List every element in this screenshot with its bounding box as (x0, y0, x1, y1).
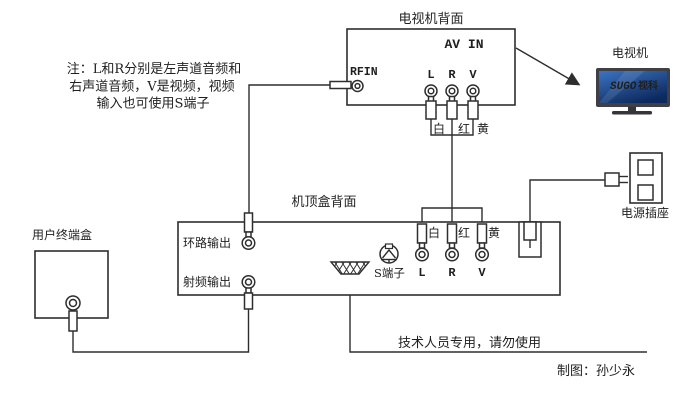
tv-stand-base (612, 111, 652, 115)
outlet-hole-top (637, 159, 654, 176)
stb-plug-label-white: 白 (428, 225, 440, 240)
tv-rca-jacks (424, 84, 480, 98)
tv-plug-label-yellow: 黄 (477, 122, 489, 136)
stb-title: 机顶盒背面 (291, 194, 356, 210)
tv-rca-plugs (425, 95, 479, 120)
credit: 制图：孙少永 (557, 364, 635, 379)
stb-jack-label-v: V (478, 266, 486, 280)
tv-brand: SUGO (610, 81, 637, 93)
rf-out-jack-pin (244, 278, 253, 286)
stb-power-inlet-slot (523, 221, 537, 241)
stb-jack-label-l: L (418, 266, 425, 280)
user-terminal-box: 用户终端盒 (32, 227, 109, 332)
rf-out-plug (243, 292, 254, 310)
av-in-label: AV IN (444, 37, 483, 52)
power-plug-body (604, 172, 620, 187)
outlet-hole-bottom (637, 184, 654, 201)
tv-label: 电视机 (612, 45, 648, 60)
arrow-to-tv (515, 47, 581, 86)
stb-rca-jacks (414, 242, 490, 262)
tv-jack-label-r: R (448, 68, 456, 82)
outlet-label: 电源插座 (621, 205, 669, 220)
loop-out-plug (243, 212, 254, 233)
tech-note: 技术人员专用，请勿使用 (398, 335, 541, 351)
rf-cable-tv-to-stb (248, 84, 330, 216)
multipin-block (329, 261, 371, 275)
note-annotation: 注：L和R分别是左声道音频和 右声道音频，V是视频，视频 输入也可使用S端子 (67, 61, 241, 112)
s-terminal-icon (379, 243, 399, 264)
rfin-jack-pin (354, 82, 361, 90)
tv-plug-label-white: 白 (433, 121, 445, 136)
cables (72, 84, 647, 353)
loop-out-jack-pin (244, 239, 253, 247)
stb-plug-label-red: 红 (458, 225, 470, 240)
loop-out-label: 环路输出 (183, 235, 231, 250)
s-terminal-label: S端子 (374, 266, 405, 280)
terminal-box-label: 用户终端盒 (32, 227, 92, 242)
rfin-plug (329, 80, 352, 90)
note-line-3: 输入也可使用S端子 (97, 96, 210, 112)
stb-back-panel: 机顶盒背面 环路输出 射频输出 S端子 (177, 194, 561, 310)
power-outlet: 电源插座 (604, 152, 669, 220)
tv-plug-label-red: 红 (458, 121, 470, 136)
tv-jack-label-l: L (427, 68, 434, 82)
stb-plug-label-yellow: 黄 (488, 226, 500, 240)
tv-screen (599, 71, 667, 103)
coax-terminal-to-stb (72, 308, 250, 353)
stb-jack-label-r: R (448, 266, 456, 280)
note-line-2: 右声道音频，V是视频，视频 (69, 79, 234, 95)
terminal-plug (68, 310, 78, 332)
rfin-label: RFIN (350, 66, 378, 79)
tv-picture: 电视机 SUGO 视科 (596, 45, 670, 115)
stb-outline (177, 221, 561, 296)
tv-panel-title: 电视机背面 (398, 12, 463, 27)
terminal-jack-pin (68, 298, 78, 308)
tv-back-panel: 电视机背面 AV IN RFIN L R V 白 红 黄 (329, 12, 516, 136)
tv-brand-suffix: 视科 (638, 79, 658, 92)
rf-out-label: 射频输出 (183, 274, 231, 289)
note-line-1: 注：L和R分别是左声道音频和 (67, 61, 241, 77)
technician-cable (349, 274, 647, 353)
tv-screen-sheen (599, 71, 645, 103)
tv-stand-neck (628, 107, 636, 111)
tv-jack-label-v: V (469, 68, 477, 82)
